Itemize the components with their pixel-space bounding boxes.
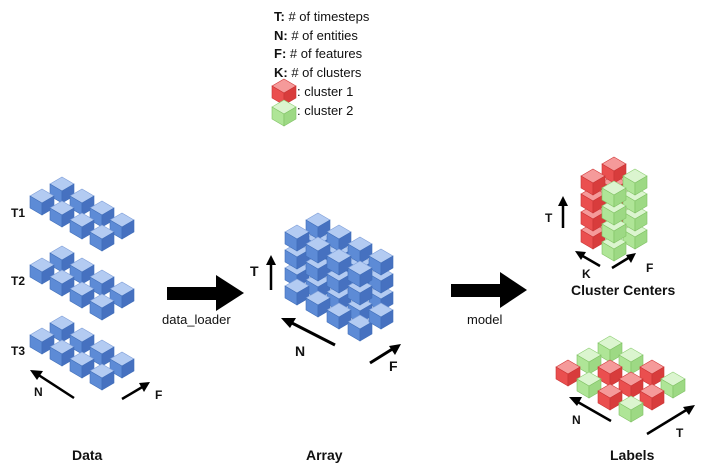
data-n-label: N <box>34 385 43 399</box>
array-t-axis-arrow <box>266 255 276 290</box>
labels-t-label: T <box>676 426 684 440</box>
legend-line-clusters: K: # of clusters <box>274 65 362 80</box>
model-arrow <box>451 272 527 308</box>
data-f-label: F <box>155 388 162 402</box>
legend-green-cube-icon <box>271 99 297 127</box>
centers-t-label: T <box>545 211 553 225</box>
data-f-axis-arrow <box>121 382 150 401</box>
legend-line-entities: N: # of entities <box>274 28 358 43</box>
data-n-axis-arrow <box>30 370 75 400</box>
legend-cluster1: : cluster 1 <box>297 84 353 99</box>
data-t1-label: T1 <box>11 206 25 220</box>
data-panel-label: Data <box>72 447 103 463</box>
centers-k-label: K <box>582 267 591 281</box>
labels-panel: N T Labels <box>555 335 695 463</box>
cluster-centers-panel: T K F Cluster Centers <box>545 156 675 298</box>
cluster-centers-label: Cluster Centers <box>571 282 675 298</box>
model-label: model <box>467 312 503 327</box>
centers-k-axis-arrow <box>575 251 601 268</box>
labels-t-axis-arrow <box>646 405 695 436</box>
labels-grid <box>555 335 686 423</box>
cluster-centers-stack <box>580 156 648 262</box>
centers-f-axis-arrow <box>611 253 636 270</box>
array-f-label: F <box>389 358 398 374</box>
data-loader-arrow <box>167 275 244 311</box>
array-cube-stack <box>284 212 394 342</box>
data-panel: T1 T2 T3 N F Data <box>11 176 162 463</box>
labels-panel-label: Labels <box>610 447 655 463</box>
array-panel-label: Array <box>306 447 343 463</box>
labels-n-label: N <box>572 413 581 427</box>
centers-t-axis-arrow <box>558 196 568 228</box>
labels-n-axis-arrow <box>569 397 612 423</box>
data-slab-t1 <box>29 176 135 252</box>
data-slab-t2 <box>29 245 135 321</box>
data-t2-label: T2 <box>11 274 25 288</box>
array-panel: T N F Array <box>250 212 401 463</box>
legend: T: # of timesteps N: # of entities F: # … <box>271 9 370 127</box>
array-t-label: T <box>250 263 259 279</box>
array-n-axis-arrow <box>281 318 336 347</box>
data-t3-label: T3 <box>11 344 25 358</box>
legend-line-timesteps: T: # of timesteps <box>274 9 370 24</box>
array-f-axis-arrow <box>369 344 401 365</box>
data-loader-label: data_loader <box>162 312 231 327</box>
array-n-label: N <box>295 343 305 359</box>
legend-cluster2: : cluster 2 <box>297 103 353 118</box>
legend-line-features: F: # of features <box>274 46 363 61</box>
centers-f-label: F <box>646 261 653 275</box>
